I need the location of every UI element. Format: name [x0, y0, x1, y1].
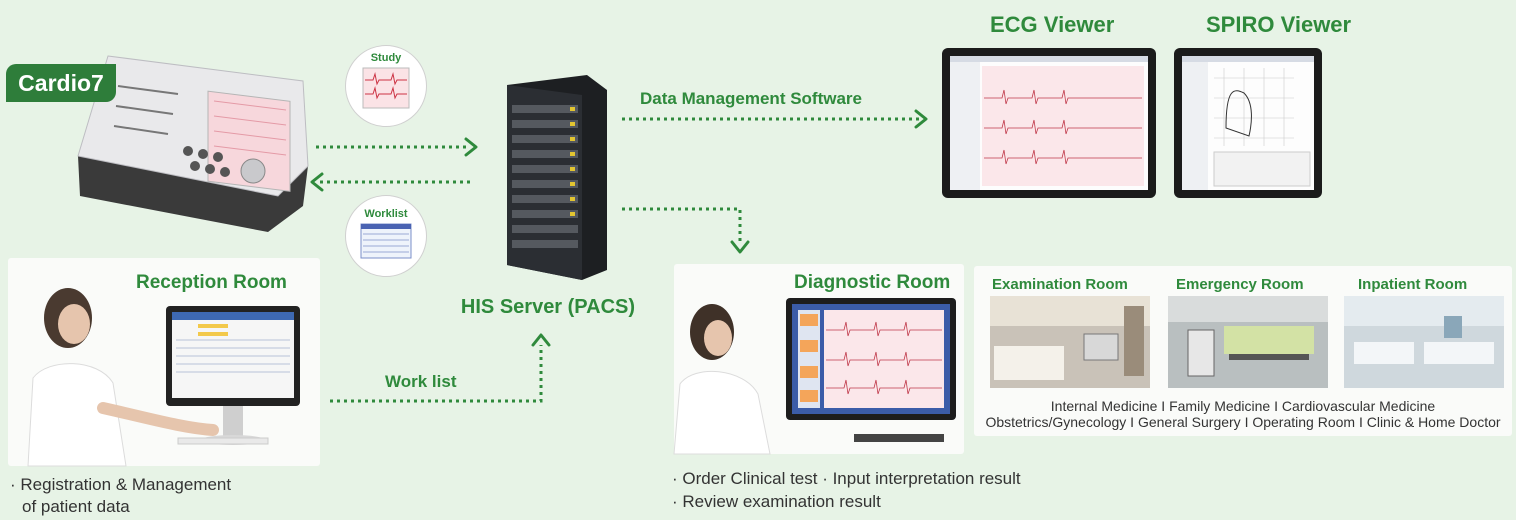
inpatient-room-title: Inpatient Room — [1358, 276, 1468, 293]
examination-room-photo — [990, 296, 1150, 388]
other-rooms-panel: Examination Room Emergency Room Inpatien… — [974, 266, 1512, 436]
diagnostic-illustration — [673, 298, 956, 455]
arrowhead-right — [914, 109, 928, 129]
emergency-room-title: Emergency Room — [1176, 276, 1304, 293]
arrowhead-down — [730, 240, 750, 254]
reception-room-title: Reception Room — [136, 272, 287, 293]
departments-line-1: Internal Medicine I Family Medicine I Ca… — [1050, 398, 1436, 414]
examination-room-title: Examination Room — [992, 276, 1128, 293]
emergency-room-photo — [1168, 296, 1328, 388]
reception-illustration — [27, 288, 300, 467]
inpatient-room-photo — [1344, 296, 1504, 388]
data-management-label: Data Management Software — [640, 89, 862, 108]
diagnostic-bullet-2: · Review examination result — [672, 492, 881, 511]
diagnostic-room-panel: Diagnostic Room — [673, 264, 964, 455]
reception-room-panel: Reception Room — [8, 258, 320, 467]
worklist-label: Worklist — [364, 208, 408, 220]
arrowhead-left — [310, 172, 324, 192]
server-label: HIS Server (PACS) — [460, 296, 636, 318]
diagnostic-room-title: Diagnostic Room — [794, 272, 951, 293]
departments-line-2: Obstetrics/Gynecology I General Surgery … — [985, 414, 1501, 430]
spiro-viewer-monitor — [1174, 48, 1322, 198]
device-name: Cardio7 — [18, 70, 104, 96]
arrowhead-right — [464, 137, 478, 157]
reception-bullet-2: of patient data — [22, 497, 130, 516]
diagnostic-bullet-1: · Order Clinical test · Input interpreta… — [672, 469, 1021, 488]
spiro-viewer-screen — [1182, 56, 1314, 190]
study-label: Study — [370, 52, 402, 64]
ecg-viewer-monitor — [942, 48, 1156, 198]
ecg-device-illustration — [77, 55, 309, 232]
work-list-label: Work list — [385, 372, 457, 391]
worklist-doc: Worklist — [345, 195, 427, 277]
room-photos — [990, 296, 1504, 388]
server-rack-icon — [507, 75, 607, 280]
ecg-sheet-icon — [362, 67, 410, 109]
ecg-viewer-title: ECG Viewer — [990, 12, 1115, 37]
reception-bullet-1: · Registration & Management — [10, 475, 232, 494]
arrowhead-up — [531, 333, 551, 347]
worklist-sheet-icon — [360, 223, 412, 259]
his-server — [482, 70, 622, 280]
device-name-badge: Cardio7 — [6, 64, 116, 102]
spiro-viewer-title: SPIRO Viewer — [1206, 12, 1352, 37]
ecg-viewer-screen — [950, 56, 1148, 190]
cardio7-device — [68, 46, 309, 232]
study-doc: Study — [345, 45, 427, 127]
